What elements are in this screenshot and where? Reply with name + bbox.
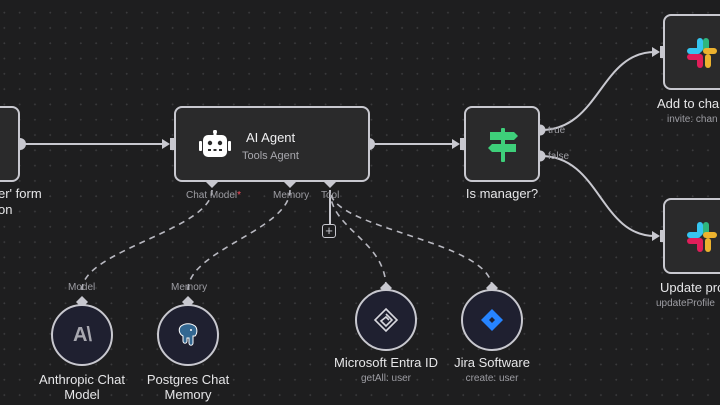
add-tool-button[interactable]: + xyxy=(322,224,336,238)
jira-software-node[interactable] xyxy=(461,289,523,351)
edge-postgres-to-agent xyxy=(187,189,291,291)
form-trigger-label-1: er' form xyxy=(0,186,42,201)
robot-icon xyxy=(199,130,231,157)
anthropic-label-1: Anthropic Chat xyxy=(39,372,125,387)
update-profile-sublabel: updateProfile xyxy=(656,298,715,309)
entra-label: Microsoft Entra ID xyxy=(333,355,439,370)
postgres-chat-memory-node[interactable] xyxy=(157,304,219,366)
update-profile-node[interactable] xyxy=(663,198,720,274)
is-manager-label: Is manager? xyxy=(465,186,539,201)
slack-icon xyxy=(687,38,717,68)
memory-port-label: Memory xyxy=(273,190,310,201)
agent-input-handle xyxy=(170,138,176,150)
false-output-label: false xyxy=(548,151,570,162)
slack-icon xyxy=(687,222,717,252)
chat-model-port-label: Chat Model* xyxy=(186,190,242,201)
ai-agent-node[interactable]: AI Agent Tools Agent xyxy=(174,106,370,182)
postgres-elephant-icon xyxy=(178,323,198,346)
ismanager-input-handle xyxy=(460,138,466,150)
agent-subtitle: Tools Agent xyxy=(242,150,299,162)
form-trigger-label-2: on xyxy=(0,202,13,217)
postgres-port-label: Memory xyxy=(171,282,208,293)
edge-true-to-addchannel xyxy=(540,51,656,131)
entra-id-icon xyxy=(373,307,399,333)
jira-sublabel: create: user xyxy=(465,373,519,384)
agent-title: AI Agent xyxy=(246,130,296,145)
signpost-icon xyxy=(488,128,518,162)
anthropic-port-label: Model xyxy=(68,282,96,293)
edge-false-to-updateprofile xyxy=(540,155,656,237)
jira-label: Jira Software xyxy=(454,355,530,370)
microsoft-entra-id-node[interactable] xyxy=(355,289,417,351)
edge-anthropic-to-agent xyxy=(81,189,213,291)
true-output-label: true xyxy=(548,125,566,136)
add-to-channel-label: Add to cha xyxy=(657,96,720,111)
postgres-label-1: Postgres Chat xyxy=(146,372,230,387)
postgres-label-2: Memory xyxy=(164,387,212,402)
is-manager-node[interactable] xyxy=(464,106,540,182)
add-to-channel-sublabel: invite: chan xyxy=(667,114,718,125)
edge-entra-to-agent xyxy=(329,189,387,289)
update-profile-label: Update pro xyxy=(660,280,720,295)
add-to-channel-node[interactable] xyxy=(663,14,720,90)
tool-port-label: Tool xyxy=(321,190,340,201)
anthropic-label-2: Model xyxy=(64,387,100,402)
form-trigger-node[interactable] xyxy=(0,106,20,182)
anthropic-chat-model-node[interactable]: A\ xyxy=(51,304,113,366)
entra-sublabel: getAll: user xyxy=(360,373,412,384)
edge-jira-to-agent xyxy=(329,189,493,289)
jira-icon xyxy=(481,309,503,331)
anthropic-icon: A\ xyxy=(73,323,92,346)
